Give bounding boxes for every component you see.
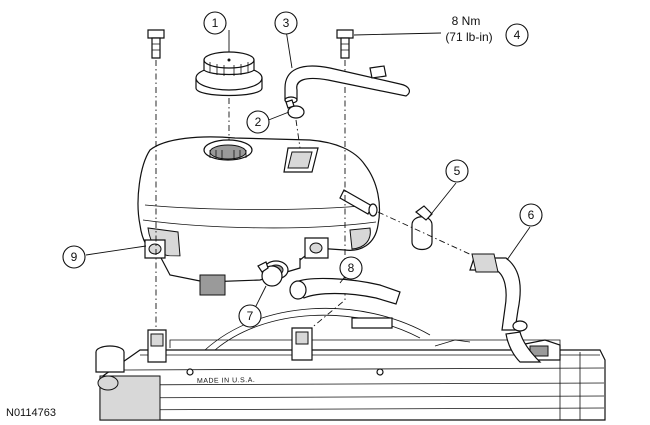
bolt-left [147, 29, 165, 59]
callout-8: 8 [339, 256, 363, 280]
callout-1: 1 [203, 11, 227, 35]
callout-4-label: 4 [514, 28, 521, 42]
callout-6-label: 6 [528, 208, 535, 222]
reservoir-cap [195, 51, 263, 97]
callout-5: 5 [445, 159, 469, 183]
torque-spec-lbin: (71 lb-in) [445, 30, 492, 44]
callout-8-label: 8 [348, 261, 355, 275]
callout-2: 2 [246, 110, 270, 134]
torque-spec: 8 Nm (71 lb-in) [445, 14, 492, 44]
callout-3-label: 3 [283, 16, 290, 30]
vent-hose [284, 65, 410, 104]
bracket-right [291, 327, 313, 361]
callout-7: 7 [238, 304, 262, 328]
callout-9: 9 [62, 245, 86, 269]
callout-3: 3 [274, 11, 298, 35]
hose-clamp-2 [285, 99, 305, 119]
callout-9-label: 9 [71, 250, 78, 264]
hose-clamp-7 [257, 261, 283, 287]
callout-1-label: 1 [212, 16, 219, 30]
radiator-marking: MADE IN U.S.A. [197, 377, 255, 385]
bolt-right-axis [302, 60, 346, 336]
figure-id: N0114763 [6, 407, 56, 419]
vent-axis [295, 119, 301, 149]
coolant-hose-6 [469, 253, 542, 363]
torque-spec-nm: 8 Nm [452, 14, 481, 28]
coolant-hose-8 [289, 277, 401, 305]
callout-6: 6 [519, 203, 543, 227]
radiator [95, 339, 606, 421]
callout-7-label: 7 [247, 309, 254, 323]
callout-4: 4 [505, 23, 529, 47]
hose-clamp-5 [411, 205, 433, 251]
callout-2-label: 2 [255, 115, 262, 129]
bolt-right [336, 29, 354, 59]
bracket-left [147, 329, 167, 363]
callout-5-label: 5 [454, 164, 461, 178]
fan-shroud [204, 307, 431, 351]
